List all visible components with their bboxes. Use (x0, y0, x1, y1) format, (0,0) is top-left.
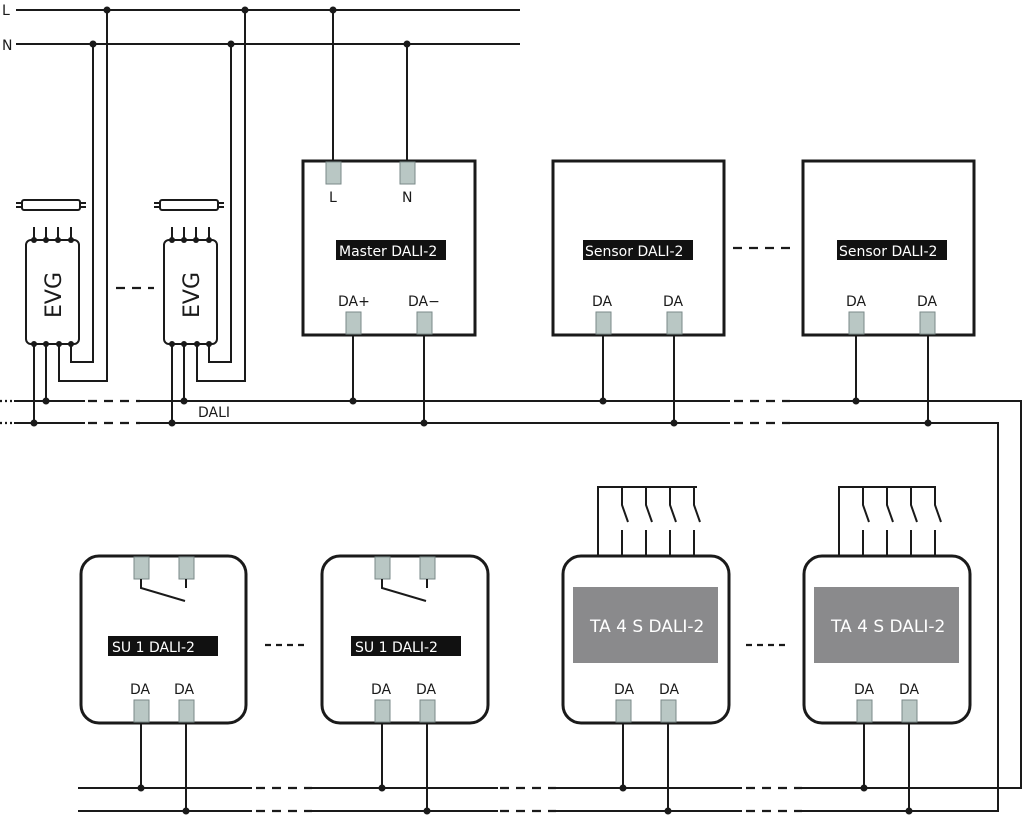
bus-return-b (790, 422, 999, 812)
terminal-da-minus (416, 311, 433, 335)
terminal-l-label: L (329, 190, 337, 206)
su-label: SU 1 DALI-2 (112, 640, 195, 656)
neutral-wire (208, 44, 232, 363)
ballast-1: EVG (16, 10, 108, 427)
terminal-da-plus-label: DA+ (338, 294, 370, 310)
sensor-dali-2-2: Sensor DALI-2 DA DA (801, 159, 976, 427)
terminal-l (325, 161, 342, 185)
fluorescent-tube-icon (16, 199, 86, 211)
bus-return-a (790, 400, 1022, 789)
terminal-da (666, 311, 683, 335)
line-wire (196, 10, 246, 382)
terminal-da-label: DA (663, 294, 684, 310)
relay-contact-icon (381, 579, 427, 602)
terminal-n (399, 161, 416, 185)
terminal-da-label: DA (592, 294, 613, 310)
terminal-da-label: DA (854, 682, 875, 698)
terminal-da-label: DA (659, 682, 680, 698)
terminal-da-label: DA (130, 682, 151, 698)
ballast-label: EVG (180, 272, 205, 318)
push-button-switches-icon (838, 486, 942, 556)
push-button-interface-1: TA 4 S DALI-2 DA DA (561, 486, 731, 815)
fluorescent-tube-icon (154, 199, 224, 211)
bus-label: DALI (198, 405, 230, 421)
terminal-da-label: DA (917, 294, 938, 310)
terminal-da (919, 311, 936, 335)
line-label: L (2, 3, 10, 19)
sensor-label: Sensor DALI-2 (585, 244, 683, 260)
push-button-interface-2: TA 4 S DALI-2 DA DA (802, 486, 972, 815)
ta-panel (573, 587, 718, 663)
master-label: Master DALI-2 (339, 244, 437, 260)
switch-unit-2: SU 1 DALI-2 DA DA (320, 554, 490, 815)
terminal-da-label: DA (371, 682, 392, 698)
dali-bus-upper: DALI (0, 399, 1022, 812)
terminal-n-label: N (402, 190, 412, 206)
ta-label: TA 4 S DALI-2 (830, 617, 945, 637)
switch-unit-1: SU 1 DALI-2 DA DA (79, 554, 248, 815)
lamp-arrows (171, 227, 210, 239)
terminal-da-minus-label: DA− (408, 294, 440, 310)
lamp-arrows (33, 227, 72, 239)
sensor-label: Sensor DALI-2 (839, 244, 937, 260)
push-button-switches-icon (597, 486, 701, 556)
terminal-da (848, 311, 865, 335)
terminal-da (595, 311, 612, 335)
sensor-dali-2-1: Sensor DALI-2 DA DA (551, 159, 726, 427)
ta-label: TA 4 S DALI-2 (589, 617, 704, 637)
supply-lines: L N (2, 3, 520, 54)
terminal-da-plus (345, 311, 362, 335)
ballast-box (25, 239, 80, 345)
ballast-label: EVG (42, 272, 67, 318)
terminal-da-label: DA (416, 682, 437, 698)
terminal-da-label: DA (614, 682, 635, 698)
relay-contact-icon (140, 579, 186, 602)
terminal-da-label: DA (899, 682, 920, 698)
terminal-da-label: DA (846, 294, 867, 310)
su-label: SU 1 DALI-2 (355, 640, 438, 656)
line-wire (58, 10, 108, 382)
ta-panel (814, 587, 959, 663)
master-dali-2: L N Master DALI-2 DA+ DA− (301, 10, 477, 427)
neutral-wire (70, 44, 94, 363)
ballast-box (163, 239, 218, 345)
neutral-label: N (2, 38, 12, 54)
ballast-2: EVG (154, 10, 246, 427)
dali-bus-lower (78, 786, 940, 813)
terminal-da-label: DA (174, 682, 195, 698)
